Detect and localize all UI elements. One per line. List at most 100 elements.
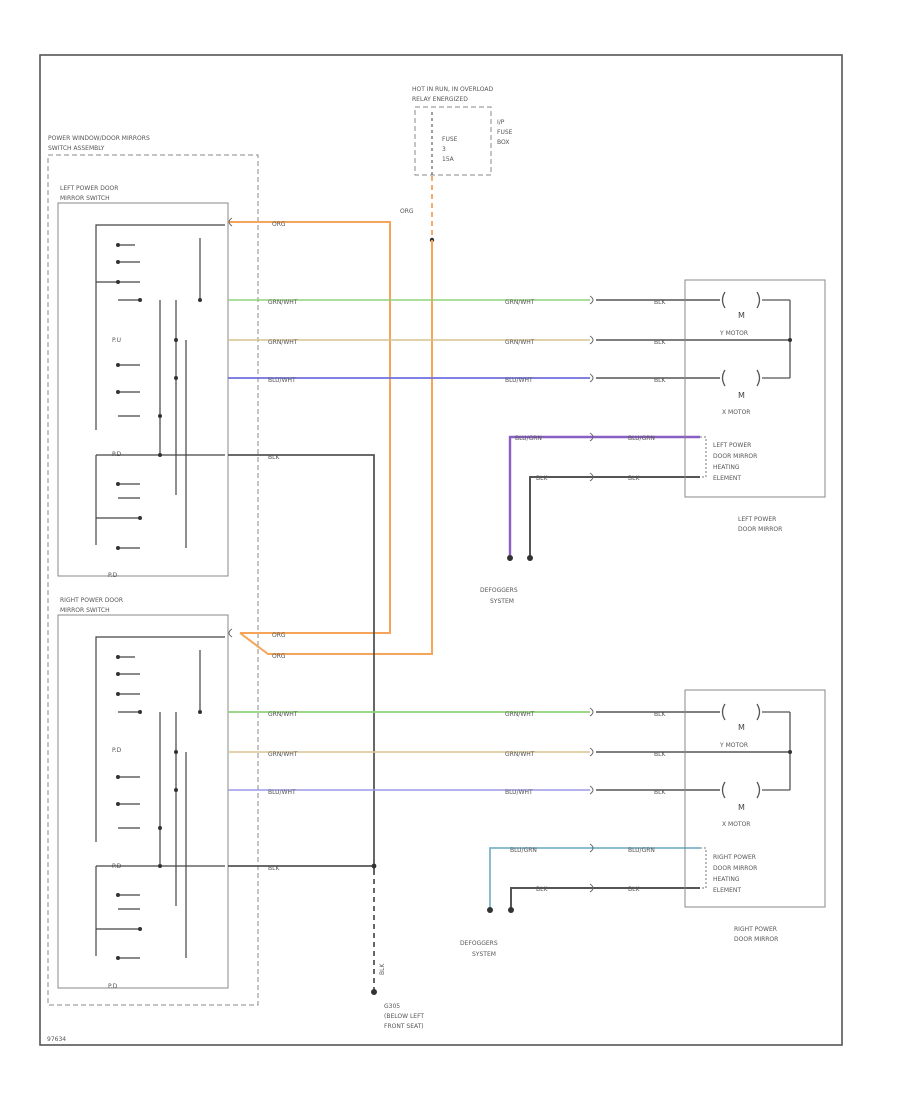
wire-label-right-blk-a: BLK xyxy=(654,711,666,718)
wire-label-right-blk-c: BLK xyxy=(654,789,666,796)
right-y-motor-m: M xyxy=(738,723,745,732)
left-x-motor-label: X MOTOR xyxy=(722,409,750,416)
ip-fuse-box-label-1: I/P xyxy=(497,119,505,126)
right-switch-nodes xyxy=(116,655,202,960)
wire-label-org-1: ORG xyxy=(272,221,286,228)
wire-label-right-tan-2: GRN/WHT xyxy=(505,751,535,758)
right-mirror-caption-1: RIGHT POWER xyxy=(734,926,777,933)
fuse-number: 3 xyxy=(442,146,446,153)
ground-location-2: FRONT SEAT) xyxy=(384,1023,424,1030)
right-heater-label-2: DOOR MIRROR xyxy=(713,865,757,872)
fuse-amps: 15A xyxy=(442,156,455,163)
left-mirror-leads xyxy=(596,299,790,379)
fuse-block: HOT IN RUN, IN OVERLOAD RELAY ENERGIZED … xyxy=(412,86,513,176)
wire-left-heater-blu xyxy=(508,435,700,558)
assembly-label-2: SWITCH ASSEMBLY xyxy=(48,145,105,152)
left-heater-label-3: HEATING xyxy=(713,464,740,471)
wire-org-left xyxy=(228,221,391,634)
wire-label-left-blk-c: BLK xyxy=(654,377,666,384)
fuse-block-title: HOT IN RUN, IN OVERLOAD xyxy=(412,86,494,93)
right-heater-label-4: ELEMENT xyxy=(713,887,741,894)
wire-label-right-blu: BLU/WHT xyxy=(268,789,296,796)
ground-location-1: (BELOW LEFT xyxy=(384,1013,424,1020)
right-switch-contact-3: P.D xyxy=(108,983,118,990)
wire-label-right-blk: BLK xyxy=(268,865,280,872)
wire-label-left-heater-3: BLK xyxy=(536,475,548,482)
wire-label-left-blu: BLU/WHT xyxy=(268,377,296,384)
right-y-motor-symbol xyxy=(721,703,790,721)
connector-symbols xyxy=(228,217,594,893)
wire-label-right-heater-3: BLK xyxy=(536,886,548,893)
wire-label-right-tan: GRN/WHT xyxy=(268,751,298,758)
wire-label-right-grn: GRN/WHT xyxy=(268,711,298,718)
wire-label-left-tan: GRN/WHT xyxy=(268,339,298,346)
ip-fuse-box-label-2: FUSE xyxy=(497,129,513,136)
ground-code: G305 xyxy=(384,1003,400,1010)
wire-label-org-3: ORG xyxy=(272,653,286,660)
left-switch-nodes xyxy=(116,243,202,550)
defogger-label-left-2: SYSTEM xyxy=(490,598,514,605)
left-mirror-box xyxy=(684,279,826,498)
left-heater-label-2: DOOR MIRROR xyxy=(713,453,757,460)
left-heater-label-1: LEFT POWER xyxy=(713,442,751,449)
right-heater-element xyxy=(700,847,707,889)
wire-label-left-grn-2: GRN/WHT xyxy=(505,299,535,306)
wire-label-org-2: ORG xyxy=(272,632,286,639)
left-switch-contact-1: P.U xyxy=(112,337,121,344)
defogger-label-right-1: DEFOGGERS xyxy=(460,940,498,947)
left-y-motor-label: Y MOTOR xyxy=(719,330,748,337)
right-heater-label-3: HEATING xyxy=(713,876,740,883)
wire-label-left-grn: GRN/WHT xyxy=(268,299,298,306)
wire-label-right-heater-1: BLU/GRN xyxy=(510,847,537,854)
defogger-label-right-2: SYSTEM xyxy=(472,951,496,958)
right-x-motor-symbol xyxy=(721,781,790,799)
wire-label-left-blk: BLK xyxy=(268,454,280,461)
left-mirror-caption-1: LEFT POWER xyxy=(738,516,776,523)
wire-label-right-heater-2: BLU/GRN xyxy=(628,847,655,854)
left-mirror-caption-2: DOOR MIRROR xyxy=(738,526,782,533)
fuse-feed-wire-label: ORG xyxy=(400,208,414,215)
right-switch-internals xyxy=(95,636,225,959)
right-x-motor-m: M xyxy=(738,803,745,812)
right-x-motor-label: X MOTOR xyxy=(722,821,750,828)
wire-right-heater-blu xyxy=(489,847,700,910)
assembly-label: POWER WINDOW/DOOR MIRRORS xyxy=(48,135,150,142)
right-switch-subtitle: MIRROR SWITCH xyxy=(60,607,110,614)
left-x-motor-m: M xyxy=(738,391,745,400)
left-switch-contacts: P.U P.D P.D xyxy=(108,337,122,579)
wire-org-right xyxy=(239,240,433,655)
right-switch-box xyxy=(57,614,229,989)
wire-label-right-heater-4: BLK xyxy=(628,886,640,893)
wire-left-blk xyxy=(228,454,375,870)
right-switch-contact-1: P.D xyxy=(112,747,122,754)
left-switch-subtitle: MIRROR SWITCH xyxy=(60,195,110,202)
switch-assembly-outline xyxy=(47,154,259,1006)
right-y-motor-label: Y MOTOR xyxy=(719,742,748,749)
fuse-label: FUSE xyxy=(442,136,458,143)
wire-right-heater-blk xyxy=(510,887,700,910)
defogger-label-left-1: DEFOGGERS xyxy=(480,587,518,594)
right-mirror-leads xyxy=(596,711,790,791)
left-y-motor-m: M xyxy=(738,311,745,320)
wire-label-right-grn-2: GRN/WHT xyxy=(505,711,535,718)
right-mirror-caption-2: DOOR MIRROR xyxy=(734,936,778,943)
left-x-motor-symbol xyxy=(721,369,790,387)
left-switch-contact-3: P.D xyxy=(108,572,118,579)
wire-left-heater-blk xyxy=(529,476,700,558)
right-heater-label-1: RIGHT POWER xyxy=(713,854,756,861)
left-switch-title: LEFT POWER DOOR xyxy=(60,185,118,192)
right-mirror-box xyxy=(684,689,826,908)
left-y-motor-symbol xyxy=(721,291,790,309)
ground-wire-label: BLK xyxy=(379,963,386,975)
wire-label-left-heater-4: BLK xyxy=(628,475,640,482)
wire-label-left-blk-b: BLK xyxy=(654,339,666,346)
right-switch-title: RIGHT POWER DOOR xyxy=(60,597,123,604)
left-switch-box xyxy=(57,202,229,577)
right-switch-contacts: P.D P.D P.D xyxy=(108,747,122,990)
wire-label-right-blu-2: BLU/WHT xyxy=(505,789,533,796)
wire-label-left-heater-1: BLU/GRN xyxy=(515,435,542,442)
fuse-block-subtitle: RELAY ENERGIZED xyxy=(412,96,468,103)
wire-label-left-tan-2: GRN/WHT xyxy=(505,339,535,346)
wire-label-left-blu-2: BLU/WHT xyxy=(505,377,533,384)
